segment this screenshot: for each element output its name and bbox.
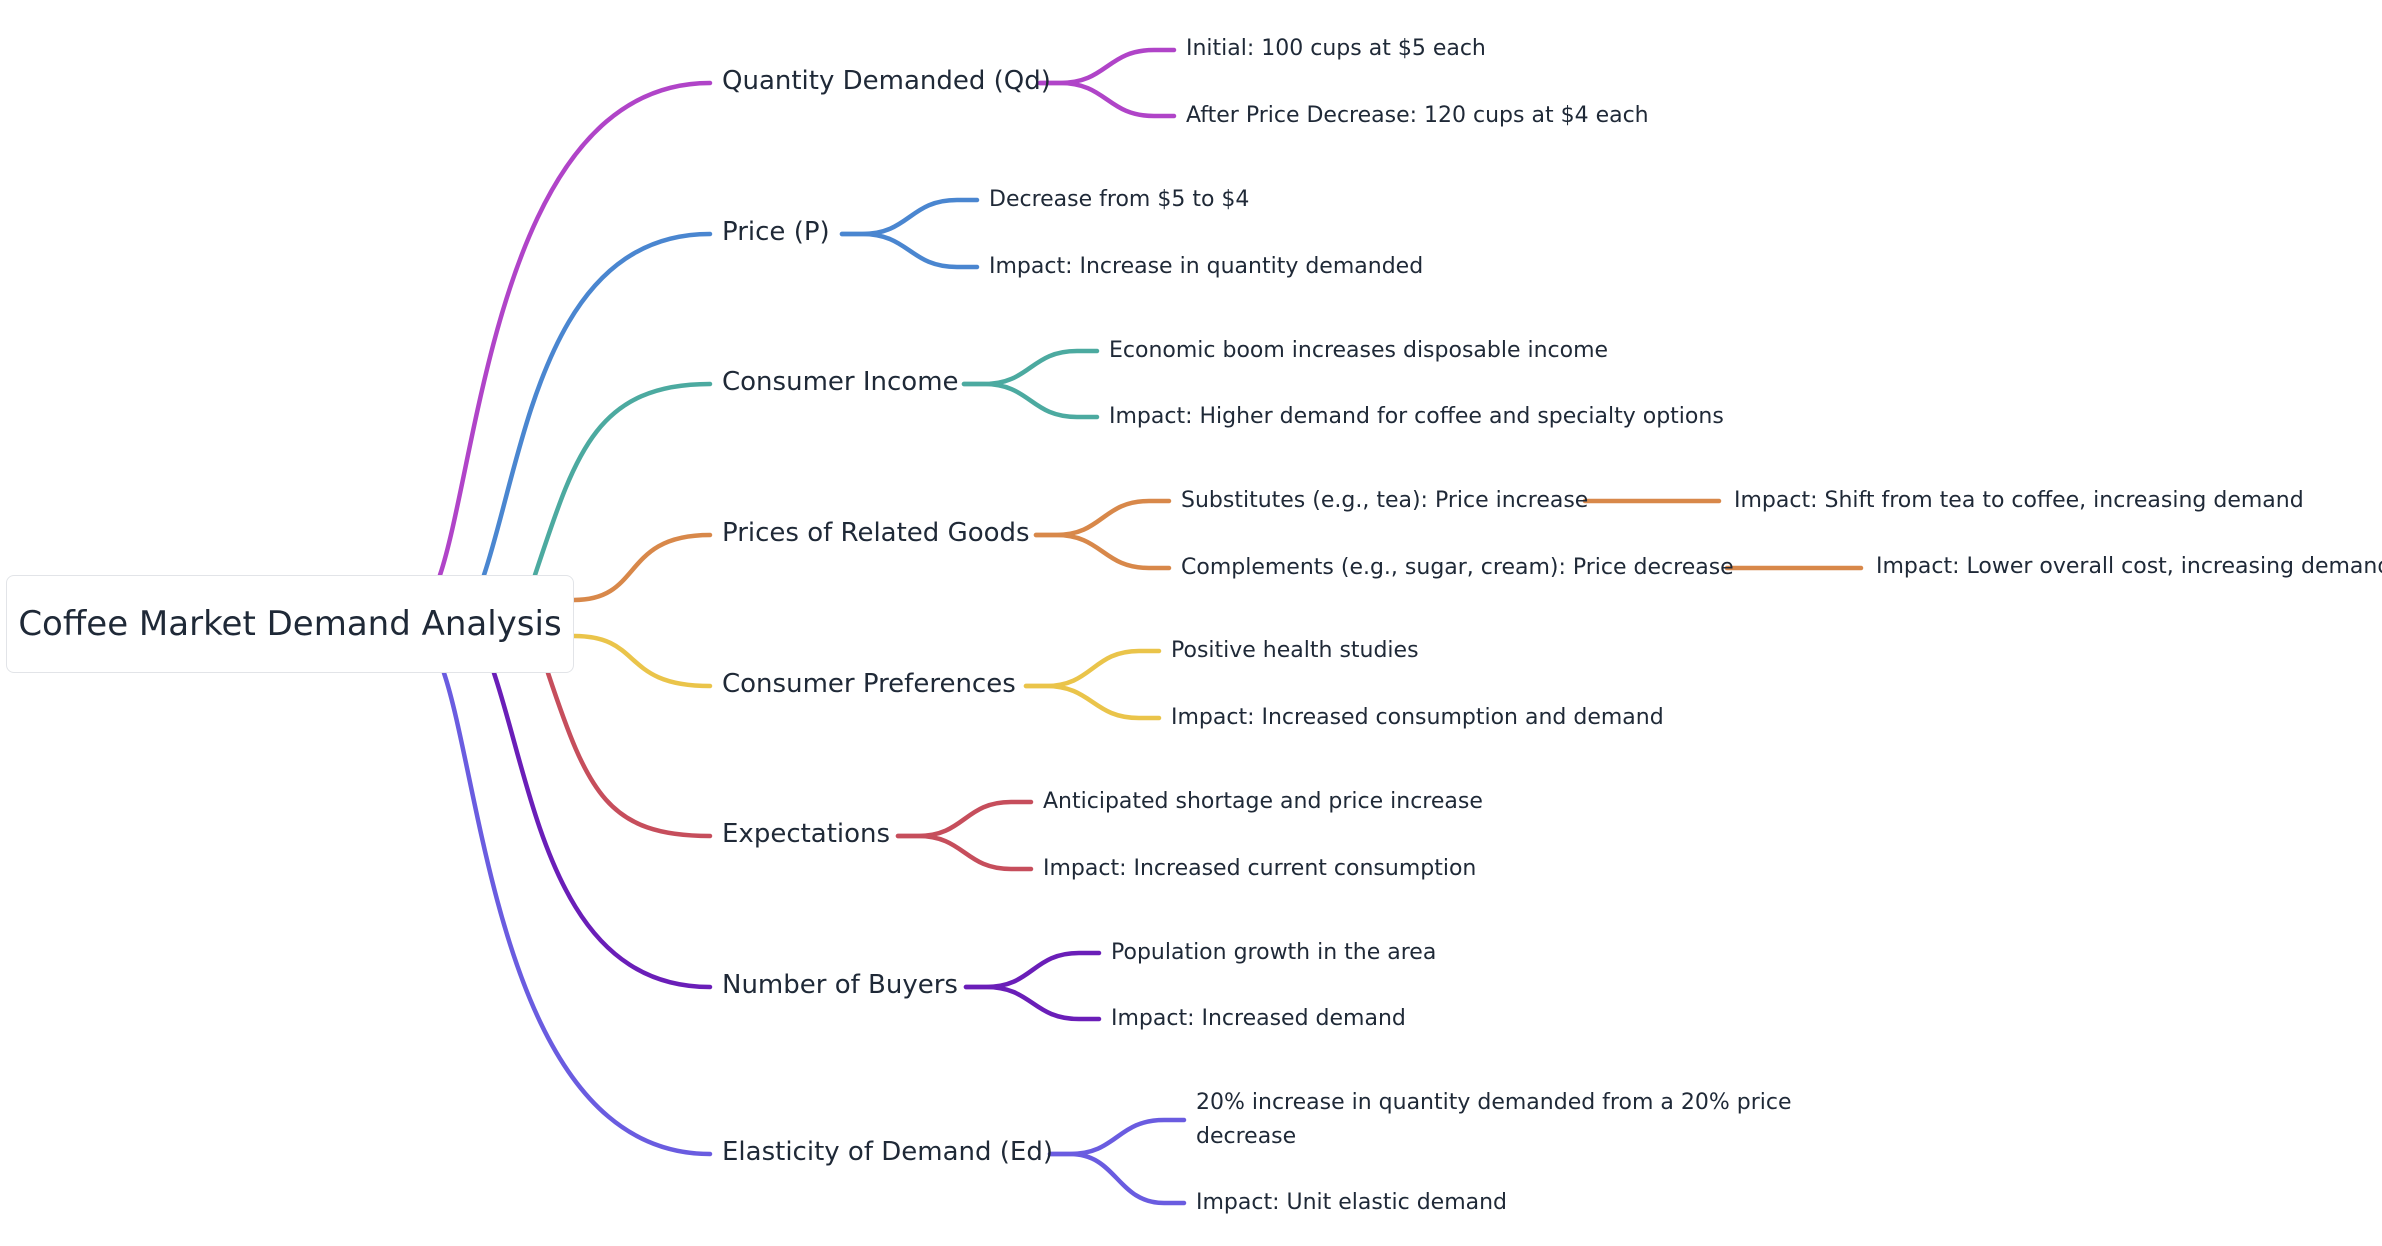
branch-consumer-income[interactable]: Consumer Income bbox=[722, 367, 959, 397]
leaf-elasticity-impact[interactable]: Impact: Unit elastic demand bbox=[1196, 1190, 1508, 1215]
connector-qd-0 bbox=[1037, 47, 1177, 86]
branch-expectations[interactable]: Expectations bbox=[722, 819, 891, 849]
leaf-substitutes[interactable]: Substitutes (e.g., tea): Price increase bbox=[1181, 488, 1589, 513]
leaf-buyers-impact[interactable]: Impact: Increased demand bbox=[1111, 1006, 1406, 1031]
connector-price-0 bbox=[839, 197, 980, 237]
connector-income-0 bbox=[961, 348, 1100, 387]
connector-root-income bbox=[532, 381, 713, 578]
connector-price-1 bbox=[839, 231, 980, 270]
connector-root-expectations bbox=[545, 670, 713, 839]
leaf-price-impact[interactable]: Impact: Increase in quantity demanded bbox=[989, 254, 1424, 279]
connector-preferences-1 bbox=[1023, 683, 1162, 721]
leaf-income-boom[interactable]: Economic boom increases disposable incom… bbox=[1109, 338, 1609, 363]
connector-qd-1 bbox=[1037, 80, 1177, 119]
root-node[interactable]: Coffee Market Demand Analysis bbox=[6, 575, 574, 673]
connector-expectations-0 bbox=[895, 799, 1034, 839]
leaf-income-impact[interactable]: Impact: Higher demand for coffee and spe… bbox=[1109, 404, 1724, 429]
connector-related-1 bbox=[1033, 532, 1172, 571]
connector-elasticity-1 bbox=[1047, 1151, 1187, 1206]
leaf-qd-initial[interactable]: Initial: 100 cups at $5 each bbox=[1186, 36, 1486, 61]
connector-income-1 bbox=[961, 381, 1100, 420]
root-label: Coffee Market Demand Analysis bbox=[18, 604, 562, 644]
leaf-shortage[interactable]: Anticipated shortage and price increase bbox=[1043, 789, 1483, 814]
branch-elasticity[interactable]: Elasticity of Demand (Ed) bbox=[722, 1137, 1053, 1167]
leaf-health-studies[interactable]: Positive health studies bbox=[1171, 638, 1419, 663]
leaf-preferences-impact[interactable]: Impact: Increased consumption and demand bbox=[1171, 705, 1664, 730]
leaf-complements[interactable]: Complements (e.g., sugar, cream): Price … bbox=[1181, 555, 1734, 580]
leaf-price-decrease[interactable]: Decrease from $5 to $4 bbox=[989, 187, 1250, 212]
connector-related-0 bbox=[1033, 498, 1172, 538]
leaf-substitutes-impact[interactable]: Impact: Shift from tea to coffee, increa… bbox=[1734, 488, 2304, 513]
leaf-complements-impact[interactable]: Impact: Lower overall cost, increasing d… bbox=[1876, 554, 2382, 579]
connector-root-elasticity bbox=[441, 670, 713, 1157]
connector-expectations-1 bbox=[895, 833, 1034, 872]
leaf-expectations-impact[interactable]: Impact: Increased current consumption bbox=[1043, 856, 1477, 881]
connector-root-related bbox=[571, 532, 713, 603]
branch-price[interactable]: Price (P) bbox=[722, 217, 830, 247]
connector-root-preferences bbox=[571, 633, 713, 689]
connector-buyers-1 bbox=[963, 984, 1102, 1022]
branch-related-goods[interactable]: Prices of Related Goods bbox=[722, 518, 1030, 548]
connector-root-qd bbox=[437, 80, 713, 578]
branch-consumer-preferences[interactable]: Consumer Preferences bbox=[722, 669, 1016, 699]
connector-preferences-0 bbox=[1023, 648, 1162, 689]
leaf-elasticity-line1[interactable]: 20% increase in quantity demanded from a… bbox=[1196, 1090, 1792, 1115]
branch-quantity-demanded[interactable]: Quantity Demanded (Qd) bbox=[722, 66, 1051, 96]
leaf-elasticity-line2: decrease bbox=[1196, 1124, 1297, 1149]
leaf-qd-after-decrease[interactable]: After Price Decrease: 120 cups at $4 eac… bbox=[1186, 103, 1649, 128]
connector-elasticity-0 bbox=[1047, 1117, 1187, 1157]
connector-root-buyers bbox=[491, 670, 713, 990]
branch-number-of-buyers[interactable]: Number of Buyers bbox=[722, 970, 958, 1000]
leaf-population-growth[interactable]: Population growth in the area bbox=[1111, 940, 1437, 965]
connector-root-price bbox=[481, 231, 713, 578]
connector-buyers-0 bbox=[963, 950, 1102, 990]
